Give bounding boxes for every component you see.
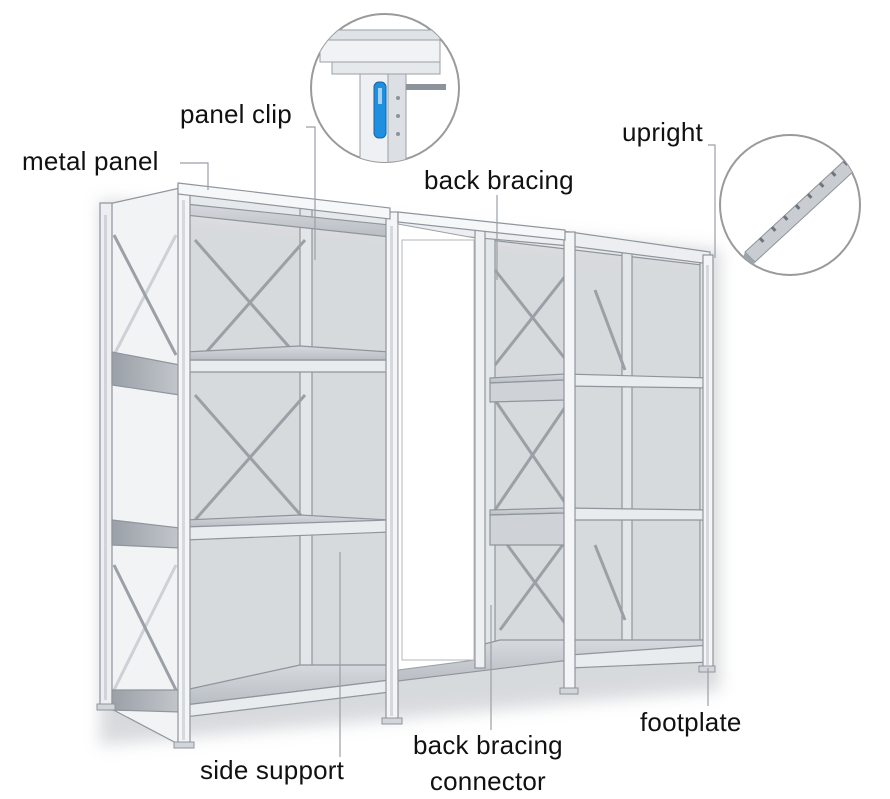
middle-bay-opening: [397, 223, 476, 671]
left-end-frame: [99, 187, 181, 746]
footplates: [96, 665, 716, 749]
label-panel-clip: panel clip: [180, 99, 292, 129]
shelf-right-1-front: [489, 379, 566, 403]
label-upright: upright: [622, 117, 703, 147]
upright-holes: [104, 200, 709, 740]
shelf-right-2: [564, 507, 711, 521]
leader-upright: [708, 144, 716, 258]
leader-metal-panel: [180, 162, 209, 190]
label-metal-panel: metal panel: [22, 146, 159, 176]
panel-clip-detail-icon: [310, 13, 460, 163]
label-back-bracing-connector: back bracing connector: [413, 727, 563, 799]
label-back-bracing: back bracing: [424, 165, 574, 195]
front-top-beam: [177, 182, 566, 241]
back-bracing: [193, 239, 627, 631]
upright-mid: [474, 227, 486, 669]
label-footplate: footplate: [640, 707, 742, 737]
leader-panel-clip: [306, 126, 316, 260]
shelf-left-2: [184, 359, 391, 373]
upright-front-3: [563, 231, 576, 693]
leader-lines: [180, 126, 716, 757]
label-bb-connector-line1: back bracing: [413, 730, 563, 760]
back-upright-2: [483, 227, 496, 659]
clip-accent: [373, 81, 387, 139]
shelf-right-2-front: [489, 512, 566, 546]
back-upright-3: [621, 246, 633, 658]
upright-detail-icon: [719, 134, 861, 276]
label-side-support: side support: [200, 755, 345, 785]
label-bb-connector-line2: connector: [429, 766, 546, 796]
back-upright-1: [299, 205, 313, 677]
